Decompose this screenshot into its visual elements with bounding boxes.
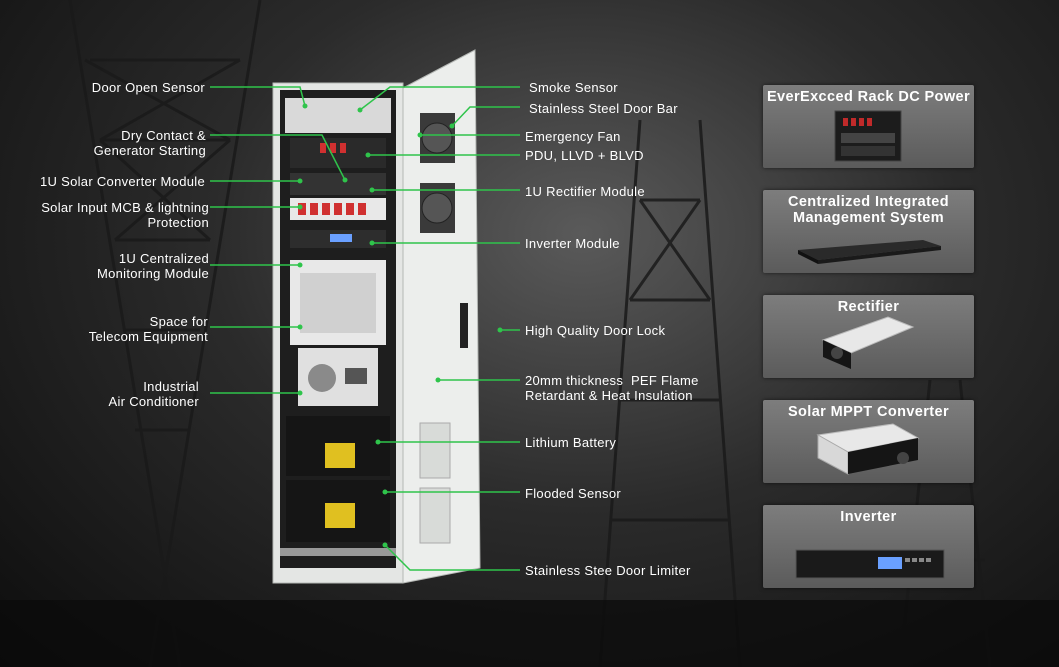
label-door-lock: High Quality Door Lock [525,323,666,338]
card-inverter: Inverter [763,505,974,588]
label-rectifier-module: 1U Rectifier Module [525,184,645,199]
label-monitoring-module: 1U Centralized Monitoring Module [96,251,209,281]
card-title: Inverter [840,509,897,525]
label-flooded-sensor: Flooded Sensor [525,486,621,501]
label-smoke-sensor: Smoke Sensor [529,80,618,95]
card-title: EverExcced Rack DC Power [766,89,971,105]
card-rack-dc-power: EverExcced Rack DC Power [763,85,974,168]
card-mppt-converter: Solar MPPT Converter [763,400,974,483]
rectifier-module-image [821,316,915,369]
mppt-converter-image [816,423,920,475]
card-management-system: Centralized Integrated Management System [763,190,974,273]
inverter-unit-image [795,549,945,579]
label-inverter-module: Inverter Module [525,236,620,251]
card-rectifier: Rectifier [763,295,974,378]
label-solar-input-mcb: Solar Input MCB & lightning Protection [41,200,209,230]
label-door-bar: Stainless Steel Door Bar [529,101,678,116]
card-title: Centralized Integrated Management System [787,194,950,226]
label-air-conditioner: Industrial Air Conditioner [108,379,199,409]
card-title: Solar MPPT Converter [787,404,950,420]
label-door-open-sensor: Door Open Sensor [91,80,205,95]
label-lithium-battery: Lithium Battery [525,435,617,450]
label-telecom-space: Space for Telecom Equipment [88,314,208,344]
management-unit-image [798,240,941,264]
label-emergency-fan: Emergency Fan [525,129,621,144]
label-pdu: PDU, LLVD + BLVD [525,148,644,163]
label-dry-contact: Dry Contact & Generator Starting [93,128,206,158]
label-insulation: 20mm thickness PEF Flame Retardant & Hea… [525,373,699,403]
rack-dc-power-image [834,110,902,162]
label-door-limiter: Stainless Stee Door Limiter [525,563,691,578]
label-solar-converter-module: 1U Solar Converter Module [39,174,205,189]
card-title: Rectifier [837,299,900,315]
